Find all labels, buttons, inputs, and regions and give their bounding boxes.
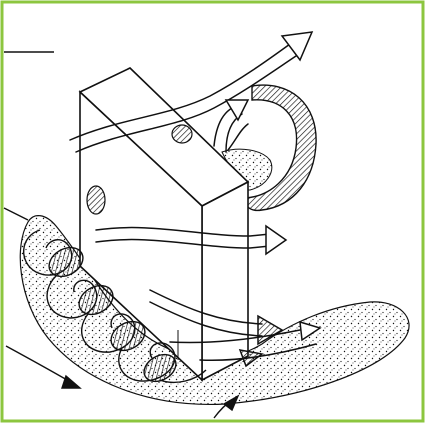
top-vortex-core [172, 125, 192, 143]
leader-line-middle [4, 208, 28, 220]
arch-vortex [246, 85, 316, 210]
front-vortex [87, 186, 105, 214]
